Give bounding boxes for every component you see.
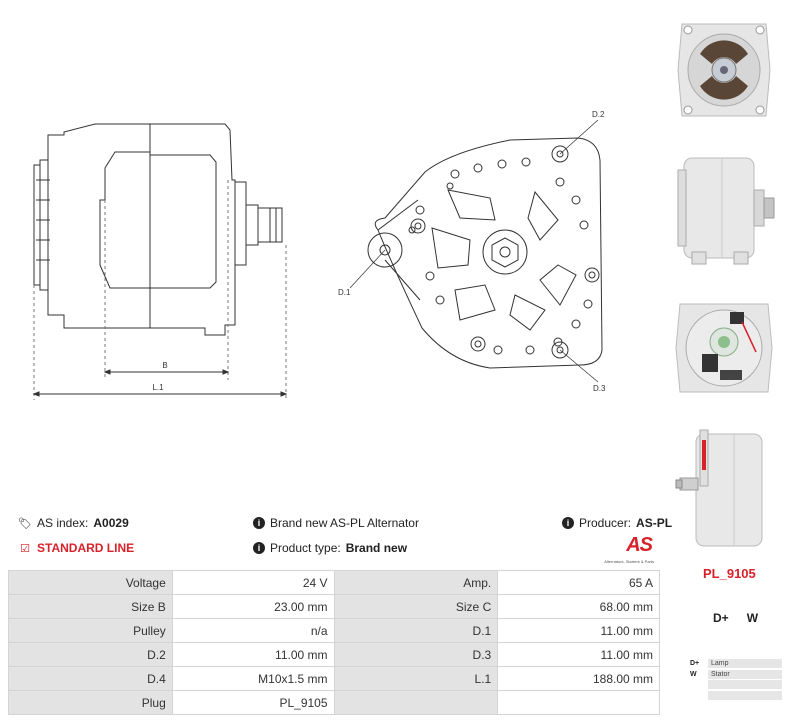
spec-label: Amp.	[333, 570, 499, 595]
legend-value: Stator	[708, 669, 782, 679]
legend-blank-row	[708, 680, 782, 689]
plug-terminals: D+ W	[713, 611, 758, 625]
alternator-photo-side[interactable]	[672, 140, 776, 276]
spec-value: PL_9105	[171, 690, 335, 715]
spec-value: 23.00 mm	[171, 594, 335, 619]
legend-blank-row	[708, 691, 782, 700]
alternator-photo-rear[interactable]	[672, 282, 776, 412]
legend-key: D+	[690, 659, 700, 667]
producer-info: i Producer: AS-PL	[562, 516, 672, 530]
spec-label: Voltage	[8, 570, 173, 595]
producer-label: Producer:	[579, 516, 632, 530]
plug-code: PL_9105	[703, 566, 756, 581]
spec-label: D.1	[333, 618, 499, 643]
spec-label: D.4	[8, 666, 173, 691]
spec-value: 188.00 mm	[497, 666, 660, 691]
spec-label: Plug	[8, 690, 173, 715]
spec-label: D.2	[8, 642, 173, 667]
brand-new-info: i Brand new AS-PL Alternator	[253, 516, 419, 530]
info-icon: i	[253, 517, 265, 529]
spec-label: Size C	[333, 594, 499, 619]
spec-label: Size B	[8, 594, 173, 619]
spec-value: 65 A	[497, 570, 660, 595]
spec-value: 24 V	[171, 570, 335, 595]
spec-value: 11.00 mm	[497, 642, 660, 667]
as-index-label: AS index:	[37, 516, 89, 530]
front-view-drawing: D.2 D.3 D.1	[330, 100, 630, 400]
spec-value	[497, 690, 660, 715]
spec-value: n/a	[171, 618, 335, 643]
plug-legend: D+ Lamp W Stator	[688, 658, 782, 702]
spec-label: D.3	[333, 642, 499, 667]
side-view-drawing: B L.1	[20, 110, 300, 400]
spec-label: L.1	[333, 666, 499, 691]
as-index-value: A0029	[93, 516, 129, 530]
producer-value: AS-PL	[636, 516, 673, 530]
standard-line-badge: ☑ STANDARD LINE	[18, 541, 134, 555]
brand-new-label: Brand new AS-PL Alternator	[270, 516, 419, 530]
legend-row: D+ Lamp	[688, 658, 782, 668]
product-type-value: Brand new	[345, 541, 408, 555]
d1-label: D.1	[338, 288, 351, 297]
spec-value: M10x1.5 mm	[171, 666, 335, 691]
tag-icon: 🏷︎	[18, 517, 32, 530]
checkbox-checked-icon: ☑	[20, 542, 30, 555]
terminal-w: W	[746, 611, 759, 625]
product-type-label: Product type:	[270, 541, 341, 555]
legend-key: W	[690, 670, 697, 678]
as-pl-logo: AS Alternators, Starters & Parts	[592, 534, 654, 564]
dimension-l1-label: L.1	[152, 383, 164, 392]
logo-text: AS	[626, 534, 653, 556]
d2-label: D.2	[592, 110, 605, 119]
legend-row: W Stator	[688, 669, 782, 679]
spec-value: 68.00 mm	[497, 594, 660, 619]
legend-value: Lamp	[708, 658, 782, 668]
alternator-photo-front[interactable]	[672, 6, 776, 134]
info-icon: i	[253, 542, 265, 554]
spec-label: Pulley	[8, 618, 173, 643]
logo-tagline: Alternators, Starters & Parts	[604, 559, 654, 564]
alternator-photo-angled[interactable]	[672, 420, 776, 560]
product-type-info: i Product type: Brand new	[253, 541, 407, 555]
info-icon: i	[562, 517, 574, 529]
spec-value: 11.00 mm	[171, 642, 335, 667]
standard-line-label: STANDARD LINE	[37, 541, 135, 555]
dimension-b-label: B	[162, 361, 167, 370]
spec-value: 11.00 mm	[497, 618, 660, 643]
terminal-d-plus: D+	[713, 611, 729, 625]
spec-label	[333, 690, 499, 715]
as-index: 🏷︎ AS index: A0029	[18, 516, 129, 530]
d3-label: D.3	[593, 384, 606, 393]
